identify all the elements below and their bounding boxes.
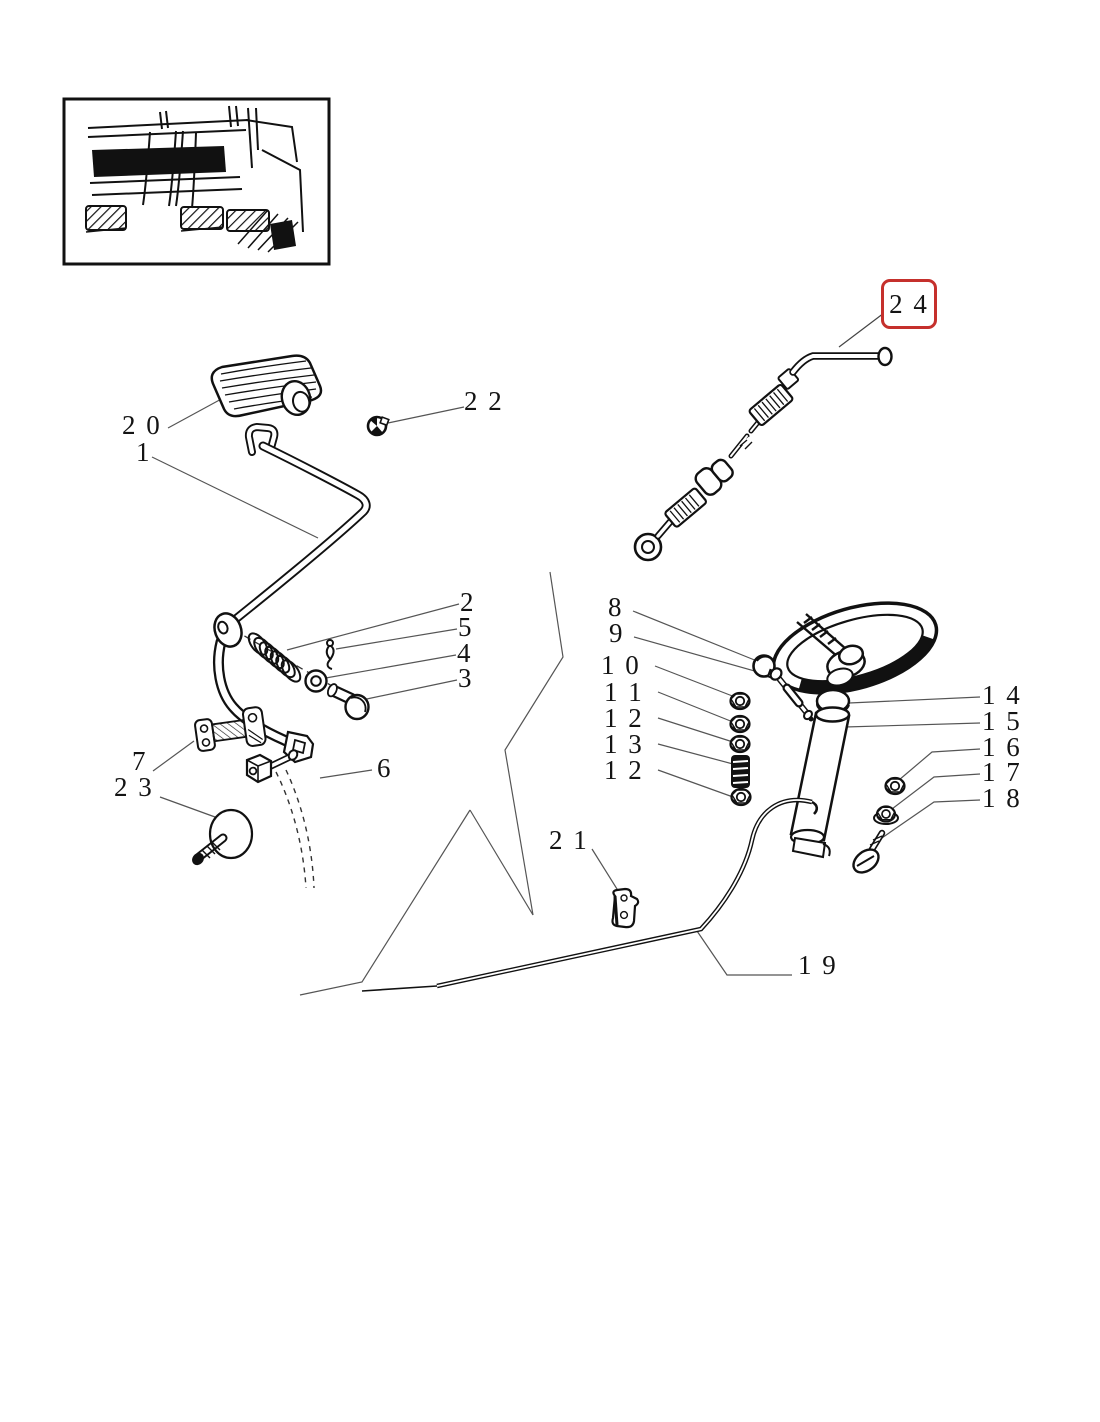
part-24-cable-assembly	[633, 346, 893, 562]
callout-part-7[interactable]: 7	[132, 746, 148, 776]
callout-part-4[interactable]: 4	[457, 638, 473, 668]
callout-part-18[interactable]: 1 8	[982, 783, 1022, 813]
callout-part-2[interactable]: 2	[460, 587, 476, 617]
part-6-square-head-bolt	[245, 749, 299, 784]
part-3-clevis-pin	[326, 683, 370, 721]
part-5-cotter-pin	[325, 639, 335, 670]
callout-part-20[interactable]: 2 0	[122, 410, 162, 440]
part-20-pedal-pad	[210, 354, 323, 418]
callout-part-6[interactable]: 6	[377, 753, 393, 783]
wheel-spoke	[796, 613, 847, 658]
callout-part-3[interactable]: 3	[458, 663, 474, 693]
callout-part-15[interactable]: 1 5	[982, 706, 1022, 736]
highlighted-callout-part-24[interactable]: 2 4	[881, 279, 937, 329]
callout-part-22[interactable]: 2 2	[464, 386, 504, 416]
callout-part-16[interactable]: 1 6	[982, 732, 1022, 762]
wheel-hub	[837, 644, 865, 666]
part-2-spring	[247, 632, 302, 683]
part-23-screw-washer	[192, 808, 254, 866]
callout-part-12[interactable]: 1 2	[604, 703, 644, 733]
part-11-nut	[729, 714, 751, 734]
part-17-flanged-nut	[873, 805, 899, 825]
part-12b-nut	[730, 787, 752, 807]
callout-part-19[interactable]: 1 9	[798, 950, 838, 980]
part-9-pin	[769, 667, 814, 722]
callout-part-17[interactable]: 1 7	[982, 757, 1022, 787]
callout-part-23[interactable]: 2 3	[114, 772, 154, 802]
callout-part-21[interactable]: 2 1	[549, 825, 589, 855]
inset-overview-box	[62, 97, 331, 266]
part-4-washer	[304, 669, 328, 693]
callout-part-8[interactable]: 8	[608, 592, 624, 622]
part-16-nut	[884, 776, 906, 796]
leader-lines	[151, 312, 981, 976]
inset-pedal-pads	[85, 205, 270, 232]
part-21-clip	[611, 887, 640, 929]
callout-part-5[interactable]: 5	[458, 612, 474, 642]
part-13-spring	[731, 755, 750, 788]
callout-part-9[interactable]: 9	[609, 618, 625, 648]
callout-part-10[interactable]: 1 0	[601, 650, 641, 680]
part-12-nut	[729, 734, 751, 754]
callout-part-1[interactable]: 1	[136, 437, 152, 467]
part-1-pedal-lever	[213, 422, 371, 764]
part-18-screw	[852, 829, 886, 874]
callout-part-13[interactable]: 1 3	[604, 729, 644, 759]
callout-part-12b[interactable]: 1 2	[604, 755, 644, 785]
part-19-cable	[361, 797, 819, 992]
part-15-column-tube	[789, 706, 851, 859]
part-10-nut	[729, 691, 751, 711]
part-7-bracket	[194, 706, 267, 752]
part-22-clip	[366, 415, 390, 437]
reference-lines	[299, 571, 564, 996]
callout-part-14[interactable]: 1 4	[982, 680, 1022, 710]
callout-part-11[interactable]: 1 1	[604, 677, 644, 707]
